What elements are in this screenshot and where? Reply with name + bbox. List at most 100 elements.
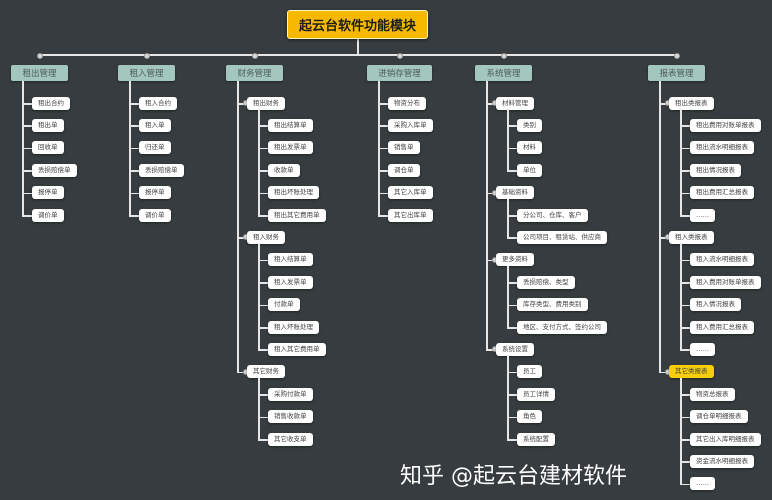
connector-line [129, 170, 139, 172]
collapse-toggle-icon[interactable] [673, 53, 680, 59]
leaf-node[interactable]: 公司项目、租赁站、供应商 [517, 230, 607, 244]
connector-line [378, 215, 388, 217]
leaf-node[interactable]: 员工详情 [517, 387, 555, 401]
leaf-node[interactable]: 报停单 [139, 186, 171, 200]
leaf-node[interactable]: 归还单 [139, 141, 171, 155]
connector-line [680, 327, 690, 329]
leaf-node[interactable]: 付款单 [268, 298, 300, 312]
group-node[interactable]: 材料管理 [496, 96, 534, 110]
leaf-node[interactable]: 租入单 [139, 118, 171, 132]
leaf-node[interactable]: 丢损赔偿、类型 [517, 275, 575, 289]
leaf-node[interactable]: 单位 [517, 163, 542, 177]
branch-node[interactable]: 财务管理 [226, 65, 283, 81]
connector-line [507, 265, 509, 327]
group-node[interactable]: 更多资料 [496, 253, 534, 267]
leaf-node[interactable]: 报停单 [32, 186, 64, 200]
leaf-node[interactable]: 员工 [517, 365, 542, 379]
branch-node[interactable]: 报表管理 [648, 65, 705, 81]
leaf-node[interactable]: 销售单 [388, 141, 420, 155]
leaf-node[interactable]: 其它出库单 [388, 208, 433, 222]
collapse-toggle-icon[interactable] [36, 53, 43, 59]
connector-line [378, 81, 380, 216]
leaf-node[interactable]: 物资分布 [388, 96, 426, 110]
leaf-node[interactable]: 租出单 [32, 118, 64, 132]
leaf-node[interactable]: …… [690, 342, 715, 356]
leaf-node[interactable]: 调仓单明细报表 [690, 410, 748, 424]
leaf-node[interactable]: 调仓单 [388, 163, 420, 177]
leaf-node[interactable]: …… [690, 208, 715, 222]
leaf-node[interactable]: 租入其它费用单 [268, 342, 326, 356]
collapse-toggle-icon[interactable] [143, 53, 150, 59]
root-connector [357, 39, 359, 55]
leaf-node[interactable]: 租入合约 [139, 96, 177, 110]
leaf-node[interactable]: 租出结算单 [268, 118, 313, 132]
group-node[interactable]: 其它财务 [247, 365, 285, 379]
leaf-node[interactable]: 系统配置 [517, 432, 555, 446]
leaf-node[interactable]: 采购付款单 [268, 387, 313, 401]
connector-line [129, 192, 139, 195]
connector-line [258, 327, 268, 329]
connector-line [680, 416, 690, 419]
leaf-node[interactable]: 材料 [517, 141, 542, 155]
connector-line [680, 259, 690, 262]
branch-node[interactable]: 租入管理 [118, 65, 175, 81]
leaf-node[interactable]: …… [690, 477, 715, 491]
connector-line [507, 109, 509, 171]
connector-line [258, 394, 268, 396]
group-node[interactable]: 租入财务 [247, 230, 285, 244]
leaf-node[interactable]: 租出流水明细报表 [690, 141, 754, 155]
connector-line [507, 394, 517, 396]
leaf-node[interactable]: 资金流水明细报表 [690, 454, 754, 468]
leaf-node[interactable]: 调价单 [139, 208, 171, 222]
leaf-node[interactable]: 调价单 [32, 208, 64, 222]
leaf-node[interactable]: 租出发票单 [268, 141, 313, 155]
leaf-node[interactable]: 租入坏账处理 [268, 320, 319, 334]
connector-line [258, 282, 268, 284]
leaf-node[interactable]: 物资总报表 [690, 387, 735, 401]
leaf-node[interactable]: 丢损赔偿单 [139, 163, 184, 177]
group-node[interactable]: 租入类报表 [669, 230, 714, 244]
collapse-toggle-icon[interactable] [251, 53, 258, 59]
leaf-node[interactable]: 销售收款单 [268, 410, 313, 424]
group-node[interactable]: 租出类报表 [669, 96, 714, 110]
leaf-node[interactable]: 租出其它费用单 [268, 208, 326, 222]
leaf-node[interactable]: 租入情况报表 [690, 298, 741, 312]
branch-node[interactable]: 租出管理 [11, 65, 68, 81]
leaf-node[interactable]: 租入费用汇总报表 [690, 320, 754, 334]
leaf-node[interactable]: 租入流水明细报表 [690, 253, 754, 267]
leaf-node[interactable]: 租出坏账处理 [268, 186, 319, 200]
branch-node[interactable]: 进销存管理 [367, 65, 432, 81]
leaf-node[interactable]: 租出费用对账单报表 [690, 118, 761, 132]
collapse-toggle-icon[interactable] [396, 53, 403, 59]
leaf-node[interactable]: 收款单 [268, 163, 300, 177]
leaf-node[interactable]: 租出情况报表 [690, 163, 741, 177]
group-node[interactable]: 系统设置 [496, 342, 534, 356]
root-node[interactable]: 起云台软件功能模块 [287, 10, 428, 39]
branch-node[interactable]: 系统管理 [475, 65, 532, 81]
group-node[interactable]: 租出财务 [247, 96, 285, 110]
leaf-node[interactable]: 其它收支单 [268, 432, 313, 446]
leaf-node[interactable]: 租入发票单 [268, 275, 313, 289]
leaf-node[interactable]: 类别 [517, 118, 542, 132]
leaf-node[interactable]: 租出费用汇总报表 [690, 186, 754, 200]
connector-line [680, 243, 682, 350]
leaf-node[interactable]: 租入费用对账单报表 [690, 275, 761, 289]
leaf-node[interactable]: 租入结算单 [268, 253, 313, 267]
leaf-node[interactable]: 地区、支付方式、签约公司 [517, 320, 607, 334]
group-node[interactable]: 基础资料 [496, 186, 534, 200]
connector-line [22, 125, 32, 127]
leaf-node[interactable]: 其它入库单 [388, 186, 433, 200]
leaf-node[interactable]: 丢损赔偿单 [32, 163, 77, 177]
connector-line [378, 170, 388, 172]
connector-line [378, 125, 388, 127]
connector-line [129, 147, 139, 150]
group-node[interactable]: 其它类报表 [669, 365, 714, 379]
leaf-node[interactable]: 其它出入库明细报表 [690, 432, 761, 446]
leaf-node[interactable]: 采购入库单 [388, 118, 433, 132]
leaf-node[interactable]: 回收单 [32, 141, 64, 155]
collapse-toggle-icon[interactable] [500, 53, 507, 59]
leaf-node[interactable]: 租出合约 [32, 96, 70, 110]
leaf-node[interactable]: 分公司、仓库、客户 [517, 208, 588, 222]
leaf-node[interactable]: 角色 [517, 410, 542, 424]
leaf-node[interactable]: 库存类型、费用类别 [517, 298, 588, 312]
